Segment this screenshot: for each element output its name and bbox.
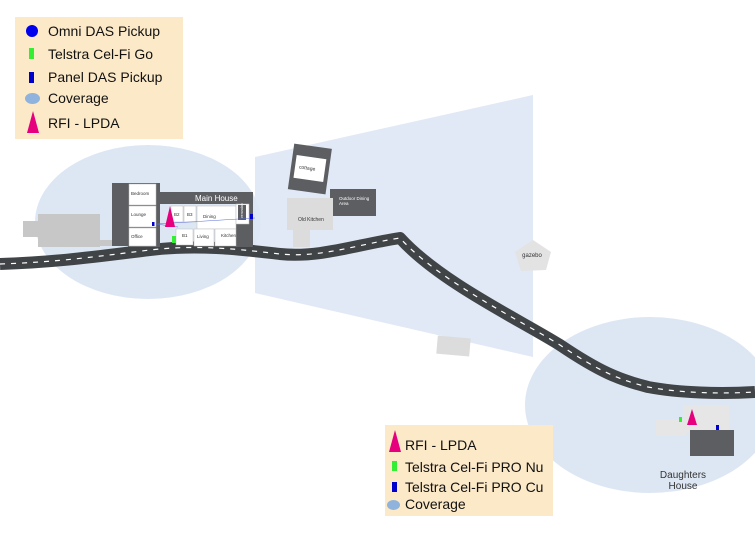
legend-rfi-label: RFI - LPDA [48, 115, 120, 131]
rfi-lpda-icon [27, 111, 39, 133]
daughters-house: Daughters House [656, 405, 734, 492]
rfi-lpda-icon [687, 409, 697, 425]
omni-das-pickup-icon [26, 25, 38, 37]
road-centerline [0, 237, 755, 394]
coverage-icon [25, 93, 40, 104]
legend-coverage-label: Coverage [48, 90, 109, 106]
rfi-lpda-icon [389, 430, 401, 452]
lounge-label: Lounge [131, 212, 147, 217]
shed-building [98, 240, 114, 246]
telstra-cel-fi-go-icon [172, 236, 176, 243]
b1-label: B1 [182, 233, 188, 238]
bedroom-room [128, 183, 157, 206]
daughters-house-label-2: House [669, 481, 698, 492]
rfi-lpda-icon [165, 206, 175, 227]
bedroom-label: Bedroom [131, 191, 150, 196]
panel-das-pickup-icon [250, 214, 253, 219]
gazebo-building [515, 240, 551, 271]
gazebo-shape-base [436, 335, 471, 357]
old-kitchen-label: Old Kitchen [298, 217, 324, 223]
legend-rfi-label: RFI - LPDA [405, 437, 477, 453]
legend-panel-label: Panel DAS Pickup [48, 69, 163, 85]
office-room [128, 227, 157, 247]
telstra-cel-fi-go-icon [29, 48, 34, 59]
legend-coverage-label: Coverage [405, 496, 466, 512]
telstra-cel-fi-pro-cu-icon [716, 425, 719, 430]
kitchen-label: Kitchen [221, 233, 237, 238]
main-house-label: Main House [195, 194, 238, 203]
office-label: Office [131, 234, 143, 239]
outdoor-dining-label-2: Area [339, 201, 349, 206]
daughters-house-label: Daughters [660, 470, 706, 481]
old-kitchen: Old Kitchen [287, 198, 333, 247]
outdoor-dining-building [330, 189, 376, 216]
legend-omni-label: Omni DAS Pickup [48, 23, 161, 39]
cottage: cottage [287, 143, 332, 195]
legend-go-label: Telstra Cel-Fi Go [48, 46, 154, 62]
kitchen-room [214, 228, 237, 247]
coverage-icon [387, 500, 400, 510]
verandah-label: verandah [240, 203, 244, 218]
cottage-label: cottage [299, 164, 316, 172]
outdoor-dining-label: Outdoor Dining [339, 196, 370, 201]
panel-das-pickup-icon [29, 72, 34, 83]
main-house: Main House Bedroom Lounge Office B2 B3 D… [112, 183, 256, 247]
b3-label: B3 [187, 212, 193, 217]
dining-label: Dining [203, 214, 216, 219]
legend-nu-label: Telstra Cel-Fi PRO Nu [405, 459, 544, 475]
legend-cu-label: Telstra Cel-Fi PRO Cu [405, 479, 544, 495]
shed-building [38, 214, 100, 247]
telstra-cel-fi-pro-nu-icon [679, 417, 682, 422]
lounge-room [128, 205, 157, 228]
telstra-cel-fi-pro-cu-icon [392, 482, 397, 492]
legend-top: Omni DAS Pickup Telstra Cel-Fi Go Panel … [15, 17, 183, 139]
living-room [193, 228, 215, 247]
legend-bottom: RFI - LPDA Telstra Cel-Fi PRO Nu Telstra… [385, 425, 553, 516]
shed-building [23, 221, 39, 237]
living-label: Living [197, 234, 209, 239]
gazebo-label: gazebo [522, 253, 542, 259]
panel-das-pickup-icon [152, 222, 155, 226]
telstra-cel-fi-pro-nu-icon [392, 461, 397, 471]
b2-label: B2 [174, 212, 180, 217]
